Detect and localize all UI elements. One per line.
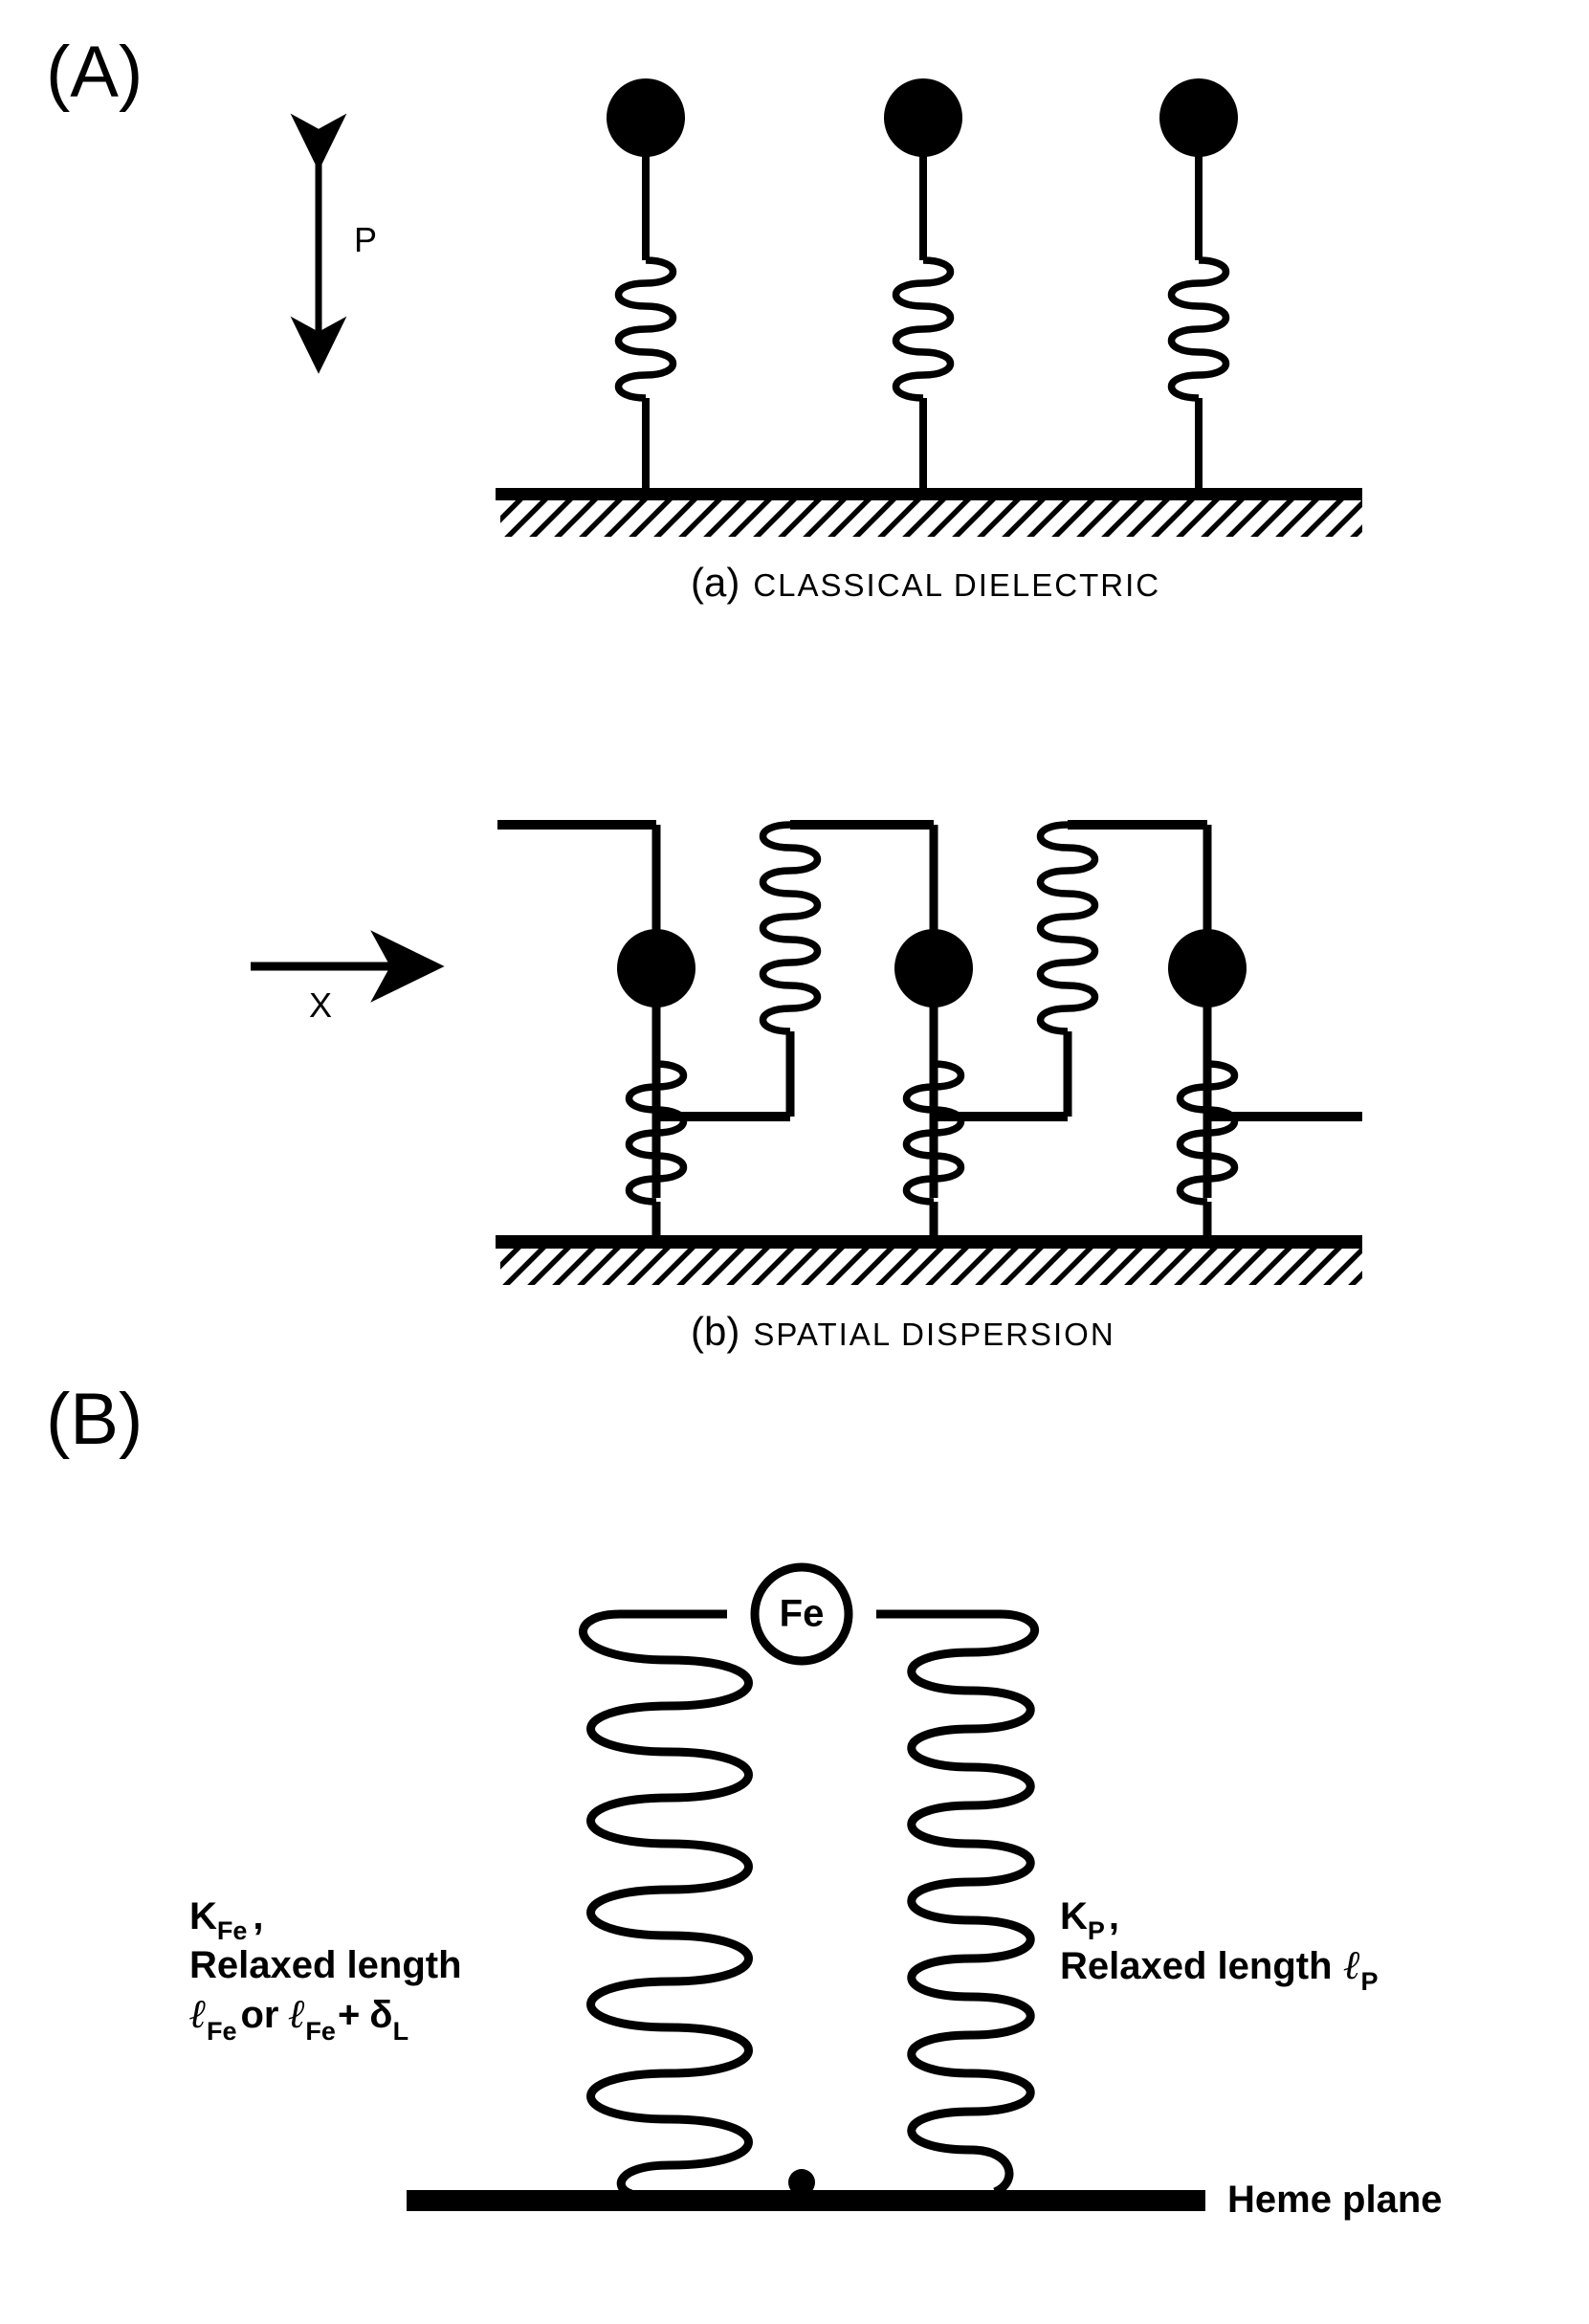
polarization-axis-label: P xyxy=(354,220,378,259)
subpanel-a-caption: (a) CLASSICAL DIELECTRIC xyxy=(691,560,1160,606)
heme-plane-label: Heme plane xyxy=(1227,2179,1443,2221)
x-axis-label: X xyxy=(309,985,333,1025)
coupling-spring-1 xyxy=(759,821,822,1117)
k-fe-subscript: Fe xyxy=(216,1915,248,1945)
oscillator-2 xyxy=(884,78,962,490)
fe-spring-label-block: K Fe , Relaxed length ℓ Fe or ℓ Fe + δ L xyxy=(189,1892,462,2046)
ground-anchor-a xyxy=(496,488,1362,537)
k-p-line: K P , xyxy=(1060,1892,1378,1945)
fe-relaxed-length-text: Relaxed length xyxy=(189,1944,462,1987)
k-p-comma: , xyxy=(1108,1895,1120,1937)
fe-length-expression: ℓ Fe or ℓ Fe + δ L xyxy=(189,1990,462,2045)
ell-fe-symbol-1: ℓ xyxy=(189,1993,207,2038)
k-fe-comma: , xyxy=(253,1895,264,1937)
ell-p-subscript: P xyxy=(1360,1967,1379,1997)
k-p-symbol: K xyxy=(1060,1895,1088,1937)
or-word: or xyxy=(240,1994,279,2037)
ell-fe-symbol-2: ℓ xyxy=(288,1993,306,2038)
subpanel-spatial-dispersion xyxy=(251,820,1362,1285)
delta-symbol: δ xyxy=(369,1994,393,2037)
p-spring xyxy=(907,1609,1040,2197)
ell-p-symbol: ℓ xyxy=(1343,1944,1361,1989)
subpanel-a-paren: (a) xyxy=(691,560,740,605)
dispersion-oscillator-3 xyxy=(1168,825,1247,1237)
fe-spring xyxy=(579,1609,753,2199)
k-fe-symbol: K xyxy=(189,1895,217,1937)
fe-node-label: Fe xyxy=(779,1592,825,1635)
subpanel-b-caption: (b) SPATIAL DISPERSION xyxy=(691,1309,1115,1355)
subpanel-b-caption-text: SPATIAL DISPERSION xyxy=(753,1317,1115,1352)
subpanel-a-caption-text: CLASSICAL DIELECTRIC xyxy=(753,567,1161,603)
p-relaxed-length-text: Relaxed length xyxy=(1060,1945,1333,1988)
p-spring-label-block: K P , Relaxed length ℓ P xyxy=(1060,1892,1378,1996)
panel-b-label: (B) xyxy=(46,1379,143,1460)
oscillator-1 xyxy=(607,78,685,490)
panel-b-diagram xyxy=(407,1562,1205,2211)
k-p-subscript: P xyxy=(1087,1915,1105,1945)
ell-fe-subscript-2: Fe xyxy=(305,2016,336,2046)
subpanel-classical-dielectric xyxy=(290,78,1362,537)
oscillator-3 xyxy=(1159,78,1238,490)
panel-a-label: (A) xyxy=(46,32,143,113)
subpanel-b-paren: (b) xyxy=(691,1309,740,1354)
ground-anchor-b xyxy=(496,1235,1362,1285)
heme-plane-bar xyxy=(407,2169,1205,2211)
delta-subscript: L xyxy=(392,2016,409,2046)
fe-node-circle xyxy=(750,1562,853,1666)
ell-fe-subscript-1: Fe xyxy=(206,2016,237,2046)
plus-sign: + xyxy=(337,1994,361,2037)
p-length-expression: Relaxed length ℓ P xyxy=(1060,1941,1378,1996)
coupling-spring-2 xyxy=(1036,821,1099,1117)
dispersion-oscillator-1 xyxy=(617,825,695,1237)
k-fe-line: K Fe , xyxy=(189,1892,462,1945)
dispersion-oscillator-2 xyxy=(894,825,973,1237)
